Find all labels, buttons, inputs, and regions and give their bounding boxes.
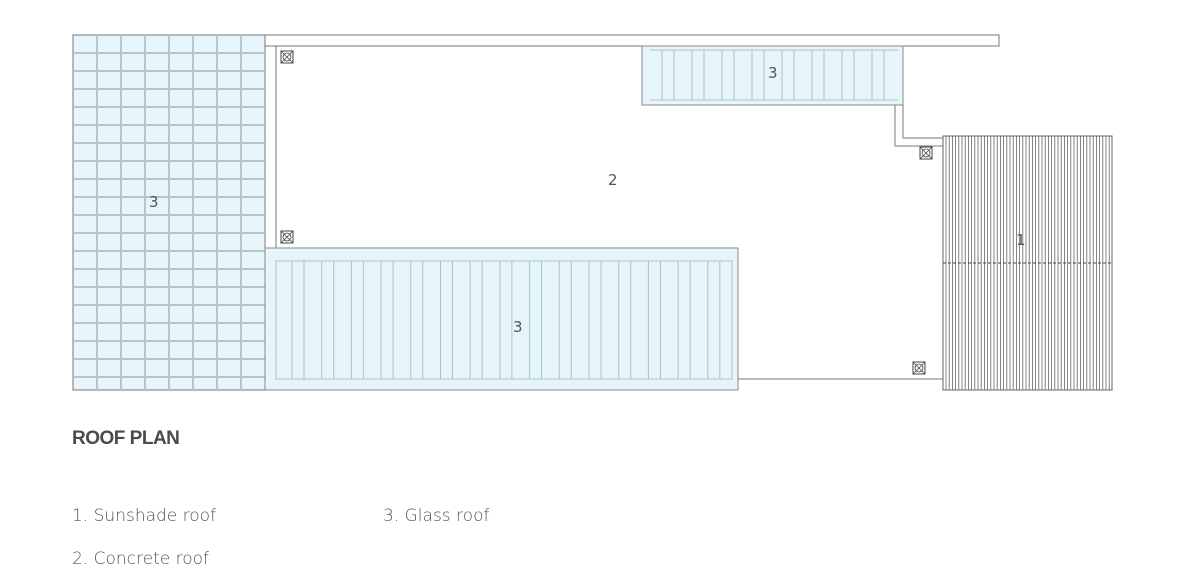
drain-cross <box>912 361 926 375</box>
roof-drain-icon <box>919 146 933 160</box>
legend-item-glass: 3. Glass roof <box>383 506 490 526</box>
zone-label-concrete: 2 <box>608 171 618 189</box>
page-title: ROOF PLAN <box>72 428 180 449</box>
zone-label-sunshade: 1 <box>1016 231 1026 249</box>
legend-item-sunshade: 1. Sunshade roof <box>72 506 217 526</box>
roof-drain-icon <box>280 50 294 64</box>
drain-cross <box>919 146 933 160</box>
roof-drain-icon <box>280 230 294 244</box>
legend-item-concrete: 2. Concrete roof <box>72 549 210 569</box>
top-parapet <box>264 34 1000 47</box>
roof-drain-icon <box>912 361 926 375</box>
zone-label-top-glass: 3 <box>768 64 778 82</box>
top-glass-roof <box>641 45 904 106</box>
bottom-glass-roof <box>264 247 739 391</box>
zone-label-bottom-glass: 3 <box>513 318 523 336</box>
drain-cross <box>280 230 294 244</box>
drain-cross <box>280 50 294 64</box>
zone-label-left-glass: 3 <box>149 193 159 211</box>
concrete-roof-outline <box>275 46 943 380</box>
